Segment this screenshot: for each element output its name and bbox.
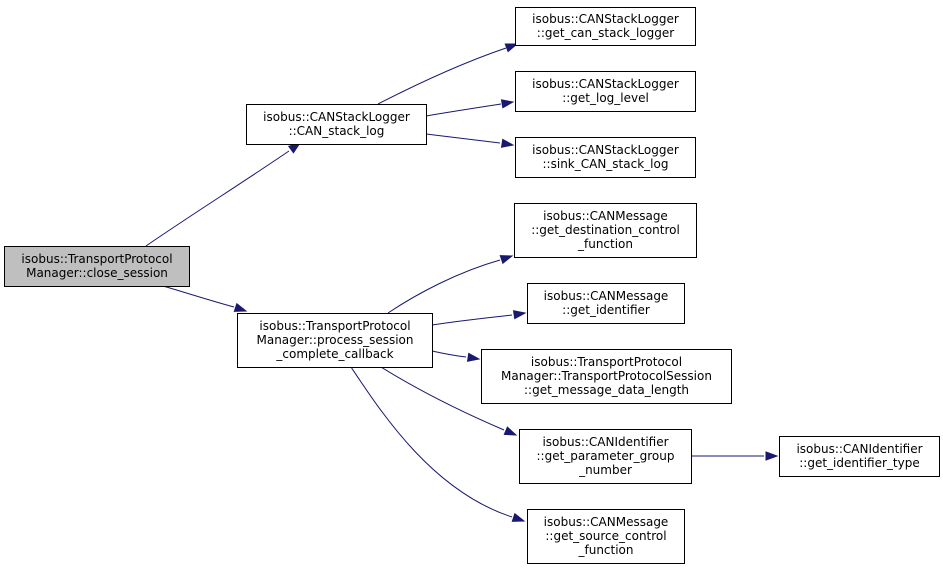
node-box bbox=[481, 349, 732, 404]
node-box bbox=[515, 71, 696, 112]
node-box bbox=[779, 436, 940, 477]
edges-layer bbox=[145, 43, 779, 522]
arrowhead-icon bbox=[512, 310, 527, 320]
node-label-line: _function bbox=[577, 237, 633, 251]
node-label-line: ::get_message_data_length bbox=[524, 383, 689, 397]
node-get-message-data-length[interactable]: isobus::TransportProtocolManager::Transp… bbox=[481, 349, 732, 404]
node-box bbox=[519, 429, 692, 484]
arrowhead-icon bbox=[765, 451, 779, 461]
node-label-line: isobus::CANStackLogger bbox=[532, 77, 679, 91]
edge-close_session-to-process_session_complete_callback bbox=[162, 285, 248, 312]
node-label-line: ::get_destination_control bbox=[531, 223, 680, 237]
node-label-line: ::get_log_level bbox=[562, 91, 649, 105]
node-close-session[interactable]: isobus::TransportProtocolManager::close_… bbox=[4, 246, 190, 287]
node-can-stack-log[interactable]: isobus::CANStackLogger::CAN_stack_log bbox=[246, 104, 427, 145]
node-sink-can-stack-log[interactable]: isobus::CANStackLogger::sink_CAN_stack_l… bbox=[515, 137, 696, 178]
node-process-session-complete-callback[interactable]: isobus::TransportProtocolManager::proces… bbox=[237, 313, 433, 368]
node-label-line: ::sink_CAN_stack_log bbox=[543, 157, 669, 171]
edge-close_session-to-can_stack_log bbox=[145, 142, 302, 247]
node-label-line: ::get_identifier_type bbox=[799, 456, 919, 470]
edge-line bbox=[350, 366, 513, 518]
node-get-destination-control-function[interactable]: isobus::CANMessage::get_destination_cont… bbox=[514, 203, 697, 258]
edge-line bbox=[380, 366, 505, 431]
node-get-parameter-group-number[interactable]: isobus::CANIdentifier::get_parameter_gro… bbox=[519, 429, 692, 484]
edge-process_session_complete_callback-to-get_message_data_length bbox=[431, 350, 481, 362]
edge-line bbox=[145, 150, 290, 247]
node-label-line: isobus::TransportProtocol bbox=[531, 355, 682, 369]
arrowhead-icon bbox=[466, 352, 481, 362]
edge-line bbox=[431, 314, 513, 326]
node-box bbox=[527, 283, 685, 324]
node-label-line: isobus::CANMessage bbox=[544, 515, 669, 529]
node-label-line: isobus::TransportProtocol bbox=[259, 319, 410, 333]
node-label-line: isobus::CANStackLogger bbox=[263, 110, 410, 124]
node-label-line: Manager::close_session bbox=[26, 266, 168, 280]
node-label-line: Manager::process_session bbox=[256, 333, 413, 347]
edge-line bbox=[425, 103, 502, 117]
edge-process_session_complete_callback-to-get_destination_control_function bbox=[387, 255, 514, 314]
node-label-line: ::CAN_stack_log bbox=[289, 124, 385, 138]
edge-line bbox=[377, 47, 507, 105]
node-box bbox=[515, 137, 696, 178]
node-label-line: ::get_can_stack_logger bbox=[537, 26, 674, 40]
edge-process_session_complete_callback-to-get_identifier bbox=[431, 310, 527, 326]
node-label-line: ::get_source_control bbox=[545, 529, 666, 543]
nodes-layer: isobus::TransportProtocolManager::close_… bbox=[4, 7, 940, 564]
node-label-line: ::get_identifier bbox=[562, 303, 650, 317]
edge-line bbox=[162, 285, 235, 308]
node-box bbox=[514, 203, 697, 258]
node-label-line: isobus::TransportProtocol bbox=[21, 252, 172, 266]
arrowhead-icon bbox=[511, 512, 526, 522]
node-box bbox=[237, 313, 433, 368]
node-get-source-control-function[interactable]: isobus::CANMessage::get_source_control_f… bbox=[527, 509, 685, 564]
node-label-line: isobus::CANStackLogger bbox=[532, 143, 679, 157]
node-label-line: isobus::CANIdentifier bbox=[542, 435, 668, 449]
node-label-line: _function bbox=[577, 543, 633, 557]
node-label-line: isobus::CANMessage bbox=[543, 209, 668, 223]
edge-can_stack_log-to-get_can_stack_logger bbox=[377, 43, 519, 105]
node-label-line: ::get_parameter_group bbox=[537, 449, 675, 463]
arrowhead-icon bbox=[500, 99, 515, 109]
node-label-line: _number bbox=[578, 463, 632, 477]
node-get-log-level[interactable]: isobus::CANStackLogger::get_log_level bbox=[515, 71, 696, 112]
node-label-line: isobus::CANMessage bbox=[544, 289, 669, 303]
arrowhead-icon bbox=[504, 43, 519, 53]
node-label-line: Manager::TransportProtocolSession bbox=[501, 369, 712, 383]
edge-can_stack_log-to-get_log_level bbox=[425, 99, 515, 117]
node-label-line: _complete_callback bbox=[275, 347, 393, 361]
node-box bbox=[515, 7, 696, 46]
arrowhead-icon bbox=[499, 255, 514, 265]
edge-line bbox=[431, 350, 467, 358]
edge-process_session_complete_callback-to-get_source_control_function bbox=[350, 366, 526, 522]
node-label-line: isobus::CANIdentifier bbox=[796, 442, 922, 456]
node-label-line: isobus::CANStackLogger bbox=[532, 12, 679, 26]
node-get-can-stack-logger[interactable]: isobus::CANStackLogger::get_can_stack_lo… bbox=[515, 7, 696, 46]
node-get-identifier[interactable]: isobus::CANMessage::get_identifier bbox=[527, 283, 685, 324]
edge-line bbox=[387, 259, 501, 314]
arrowhead-icon bbox=[503, 426, 518, 436]
node-box bbox=[4, 246, 190, 287]
node-box bbox=[246, 104, 427, 145]
arrowhead-icon bbox=[500, 138, 515, 148]
edge-get_parameter_group_number-to-get_identifier_type bbox=[691, 451, 779, 461]
node-box bbox=[527, 509, 685, 564]
edge-line bbox=[425, 133, 501, 144]
node-get-identifier-type[interactable]: isobus::CANIdentifier::get_identifier_ty… bbox=[779, 436, 940, 477]
arrowhead-icon bbox=[233, 302, 248, 312]
edge-process_session_complete_callback-to-get_parameter_group_number bbox=[380, 366, 518, 436]
edge-can_stack_log-to-sink_can_stack_log bbox=[425, 133, 515, 148]
